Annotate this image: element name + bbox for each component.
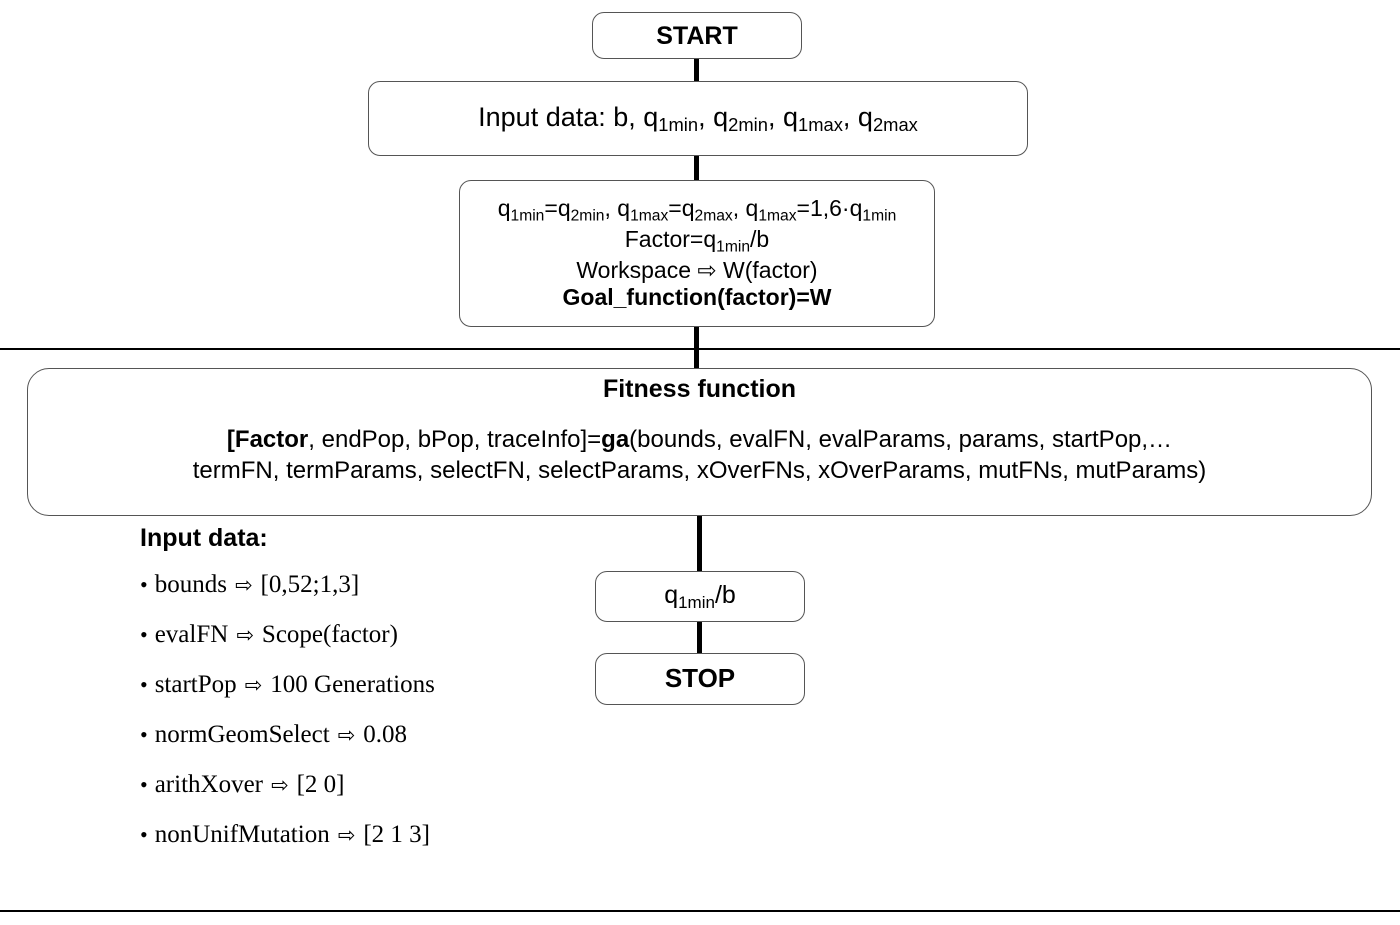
list-item: • startPop ⇨ 100 Generations	[140, 671, 570, 699]
term-q1max-a: q1max	[617, 194, 669, 225]
arrow-right-icon: ⇨	[244, 673, 263, 697]
connector-start-to-input	[694, 56, 699, 84]
arrow-right-icon: ⇨	[234, 573, 253, 597]
assignments-line-goal-function: Goal_function(factor)=W	[562, 284, 832, 311]
node-result-q1min-over-b[interactable]: q1min/b	[595, 571, 805, 622]
fitness-ga-call-line-2: termFN, termParams, selectFN, selectPara…	[192, 456, 1207, 484]
eq-2: =	[668, 194, 682, 221]
bullet-dot-icon: •	[140, 622, 148, 647]
arrow-right-icon: ⇨	[236, 623, 254, 647]
ga-function-name: ga	[601, 426, 630, 453]
ga-outputs-rest: , endPop, bPop, traceInfo]=	[308, 426, 602, 453]
sep-1: ,	[604, 194, 618, 221]
list-item-name: nonUnifMutation	[154, 821, 330, 848]
bullet-dot-icon: •	[140, 822, 148, 847]
bullet-dot-icon: •	[140, 672, 148, 697]
connector-input-to-assignments	[694, 153, 699, 183]
var-q1min: q1min	[643, 101, 699, 135]
list-item: • nonUnifMutation ⇨ [2 1 3]	[140, 821, 570, 849]
assignments-line-constraints: q1min=q2min, q1max=q2max, q1max=1,6·q1mi…	[497, 194, 897, 225]
list-item-name: startPop	[154, 671, 237, 698]
node-stop[interactable]: STOP	[595, 653, 805, 705]
connector-divider-to-fitness	[694, 348, 699, 372]
var-q2min: q2min	[713, 101, 768, 135]
term-q1min-result: q1min	[664, 581, 715, 612]
bullet-dot-icon: •	[140, 572, 148, 597]
list-item: • arithXover ⇨ [2 0]	[140, 771, 570, 799]
list-item-value: [2 1 3]	[363, 821, 430, 848]
section-divider-top	[0, 348, 1400, 350]
arrow-right-icon: ⇨	[271, 773, 289, 797]
ga-args-part-1: (bounds, evalFN, evalParams, params, sta…	[629, 426, 1173, 453]
assignments-line-factor: Factor=q1min/b	[624, 225, 770, 256]
arrow-right-icon: ⇨	[337, 723, 356, 747]
connector-result-to-stop	[697, 619, 702, 657]
node-input-data[interactable]: Input data: b, q1min, q2min, q1max, q2ma…	[368, 81, 1028, 156]
var-q1max: q1max	[782, 101, 843, 135]
term-q1min-c: q1min	[703, 225, 751, 256]
node-start-label: START	[656, 21, 738, 50]
bullet-dot-icon: •	[140, 722, 148, 747]
list-item-value: [2 0]	[296, 771, 345, 798]
list-item-name: arithXover	[154, 771, 263, 798]
list-item: • normGeomSelect ⇨ 0.08	[140, 721, 570, 749]
list-item-name: evalFN	[154, 621, 229, 648]
list-item-value: Scope(factor)	[261, 621, 398, 648]
bullet-dot-icon: •	[140, 772, 148, 797]
factor-coefficient: =1,6·	[796, 194, 850, 221]
list-item-name: normGeomSelect	[154, 721, 330, 748]
sep-2: ,	[732, 194, 746, 221]
term-q2min: q2min	[557, 194, 605, 225]
term-q1min-a: q1min	[497, 194, 545, 225]
node-input-data-label: Input data: b, q1min, q2min, q1max, q2ma…	[478, 101, 918, 135]
term-q1max-b: q1max	[745, 194, 797, 225]
input-data-list: Input data: • bounds ⇨ [0,52;1,3] • eval…	[140, 524, 570, 871]
term-q1min-b: q1min	[849, 194, 897, 225]
input-data-list-title: Input data:	[140, 524, 268, 552]
node-fitness-function[interactable]: Fitness function [Factor, endPop, bPop, …	[27, 368, 1372, 516]
list-item: • evalFN ⇨ Scope(factor)	[140, 621, 570, 649]
assignments-line-workspace: Workspace ⇨ W(factor)	[576, 256, 818, 283]
factor-prefix: Factor=	[624, 225, 704, 252]
connector-assignments-to-divider	[694, 324, 699, 350]
var-q2max: q2max	[857, 101, 918, 135]
fitness-function-title: Fitness function	[602, 375, 797, 403]
list-item: • bounds ⇨ [0,52;1,3]	[140, 571, 570, 599]
node-start[interactable]: START	[592, 12, 802, 59]
eq-1: =	[544, 194, 558, 221]
fitness-ga-call-line-1: [Factor, endPop, bPop, traceInfo]=ga(bou…	[226, 426, 1173, 454]
ga-bracket-open: [	[226, 426, 235, 453]
input-data-prefix: Input data: b,	[478, 101, 644, 132]
node-stop-label: STOP	[664, 663, 736, 694]
arrow-right-icon: ⇨	[337, 823, 356, 847]
factor-suffix: /b	[750, 225, 770, 252]
connector-fitness-to-result	[697, 513, 702, 575]
list-item-name: bounds	[154, 571, 227, 598]
list-item-value: 100 Generations	[270, 671, 435, 698]
term-q2max: q2max	[681, 194, 733, 225]
node-result-label: q1min/b	[664, 581, 736, 612]
node-assignments[interactable]: q1min=q2min, q1max=q2max, q1max=1,6·q1mi…	[459, 180, 935, 327]
list-item-value: [0,52;1,3]	[260, 571, 360, 598]
list-item-value: 0.08	[363, 721, 408, 748]
ga-output-factor: Factor	[234, 426, 309, 453]
section-divider-bottom	[0, 910, 1400, 912]
result-suffix: /b	[714, 581, 736, 610]
